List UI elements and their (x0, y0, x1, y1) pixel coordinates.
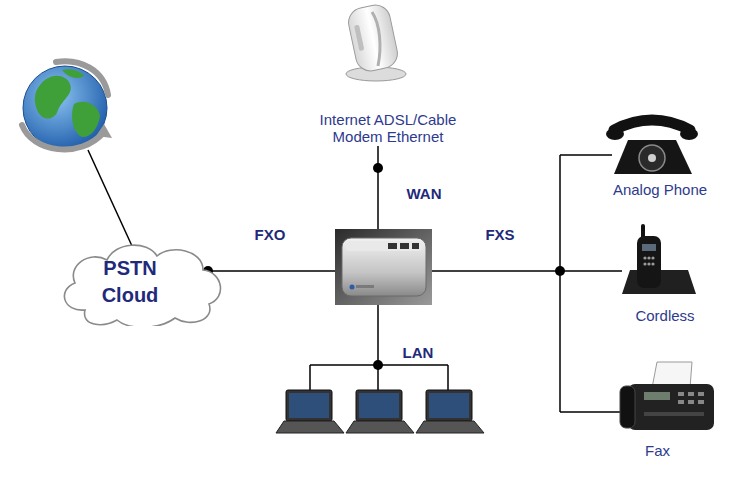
port-label: FXO (255, 226, 286, 243)
fax-key (678, 392, 684, 396)
fax-key (688, 392, 694, 396)
device-top (346, 241, 422, 251)
laptop-icon (416, 390, 484, 433)
cordless-key (651, 256, 654, 259)
laptop-screen (429, 393, 469, 418)
globe-land (72, 102, 100, 137)
device-label: Analog Phone (598, 181, 722, 198)
junction-dot (555, 266, 565, 276)
cordless-node: Cordless (605, 222, 725, 324)
device-backdrop (335, 229, 432, 305)
phone-mouthpiece (680, 128, 698, 140)
cordless-key (647, 256, 650, 259)
phone-earpiece (606, 128, 624, 140)
globe-swoosh (56, 61, 108, 95)
fax-node: Fax (600, 356, 715, 459)
modem-seam (372, 12, 380, 66)
laptop-icon (276, 390, 344, 433)
laptop-lid (286, 390, 332, 421)
phone-dial (639, 145, 665, 171)
fax-key (698, 400, 704, 404)
laptop-base (416, 421, 484, 433)
fax-slot (644, 412, 704, 416)
wan-wire (377, 146, 379, 230)
laptop-screen (289, 393, 329, 418)
cordless-key (643, 262, 646, 265)
device-body (342, 238, 426, 296)
cordless-branch (560, 270, 622, 272)
fax-key (678, 400, 684, 404)
lan-drop (309, 365, 311, 392)
modem-node: Internet ADSL/Cable Modem Ethernet (298, 0, 478, 145)
modem-lights (354, 25, 364, 51)
globe-land (62, 69, 84, 78)
cordless-handset (637, 236, 661, 288)
junction-dots (203, 163, 565, 370)
fax-branch (560, 411, 622, 413)
cordless-phone-icon (622, 226, 696, 294)
rotary-phone-icon (606, 120, 698, 174)
junction-dot (373, 360, 383, 370)
device-label: Fax (600, 442, 715, 459)
globe-arrowhead (96, 124, 112, 138)
fax-body (628, 384, 714, 430)
globe-icon (22, 61, 112, 150)
device-logo (350, 285, 355, 290)
cordless-key (643, 256, 646, 259)
junction-dot (373, 163, 383, 173)
fax-key (688, 400, 694, 404)
laptop-screen (359, 393, 399, 418)
device-port (400, 243, 409, 249)
device-logo (356, 285, 374, 288)
laptop-icon (346, 390, 414, 433)
port-label: WAN (407, 185, 442, 202)
port-label: FXS (485, 226, 514, 243)
fxs-wire (431, 270, 560, 272)
globe-wire (88, 150, 132, 246)
fax-display (644, 392, 670, 400)
device-label: Cordless (605, 307, 725, 324)
lan-drop (447, 365, 449, 392)
laptop-lid (426, 390, 472, 421)
phone-branch (560, 154, 612, 156)
cloud-outline (55, 238, 227, 326)
laptop-base (276, 421, 344, 433)
lan-wire (377, 304, 379, 365)
fxs-bus (559, 155, 561, 412)
phone-dial-center (648, 154, 656, 162)
globe-sphere (23, 66, 107, 150)
globe-swoosh (22, 125, 104, 150)
modem-body (346, 2, 400, 73)
fax-key (698, 392, 704, 396)
phone-body (614, 140, 692, 174)
cordless-key (651, 262, 654, 265)
port-label: LAN (403, 344, 434, 361)
gateway-device (335, 229, 432, 305)
cloud-label: PSTN Cloud (94, 255, 166, 309)
fax-handset (620, 386, 635, 428)
fax-icon (620, 362, 714, 430)
device-port (412, 243, 419, 249)
cordless-display (642, 244, 656, 251)
globe-land (35, 76, 71, 119)
cordless-key (647, 262, 650, 265)
fxo-wire (208, 270, 336, 272)
analog-phone-node: Analog Phone (598, 108, 722, 198)
device-port (388, 243, 397, 249)
laptop-lid (356, 390, 402, 421)
cloud-shape (64, 245, 220, 326)
laptop-base (346, 421, 414, 433)
phone-handset (614, 120, 690, 130)
modem-icon (346, 2, 406, 81)
pstn-cloud: PSTN Cloud (55, 238, 227, 326)
device-label: Internet ADSL/Cable Modem Ethernet (301, 111, 476, 145)
